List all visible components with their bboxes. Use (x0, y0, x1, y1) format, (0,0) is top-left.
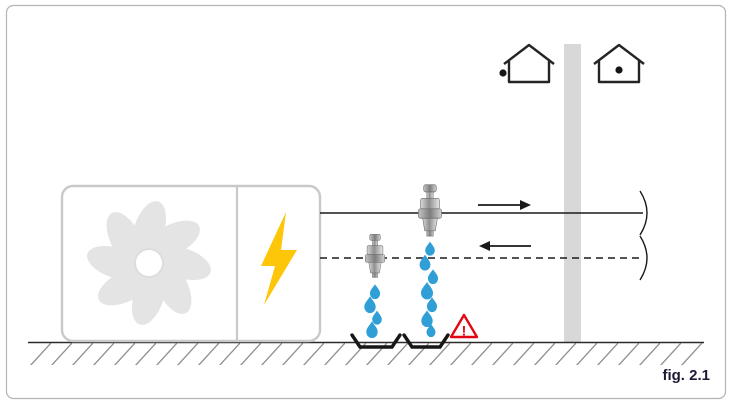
fan-icon (87, 201, 211, 325)
flow-arrow-right-icon (478, 200, 531, 210)
heat-pump-unit (60, 184, 322, 343)
pipe-break-icon (639, 235, 648, 281)
drip-tray-icon (350, 333, 402, 349)
drip-tray-icon (402, 333, 450, 349)
pipe-break-icon (639, 190, 648, 236)
fan-hub (134, 248, 164, 278)
ground-hatching (30, 343, 702, 365)
drip-trays (350, 333, 450, 349)
lightning-icon (261, 212, 297, 305)
indoor-position-dot (615, 66, 623, 74)
house-icons (499, 43, 645, 84)
warning-triangle-icon: ! (449, 313, 479, 339)
figure-label: fig. 2.1 (662, 367, 710, 384)
warning-exclamation: ! (462, 323, 467, 339)
house-indoor-icon (593, 43, 645, 84)
ground (28, 341, 704, 365)
wall (564, 44, 581, 342)
flow-arrows (478, 200, 531, 251)
house-outdoor-icon (499, 43, 555, 84)
outdoor-position-dot (499, 69, 507, 77)
return-arrow-left-icon (479, 241, 531, 251)
